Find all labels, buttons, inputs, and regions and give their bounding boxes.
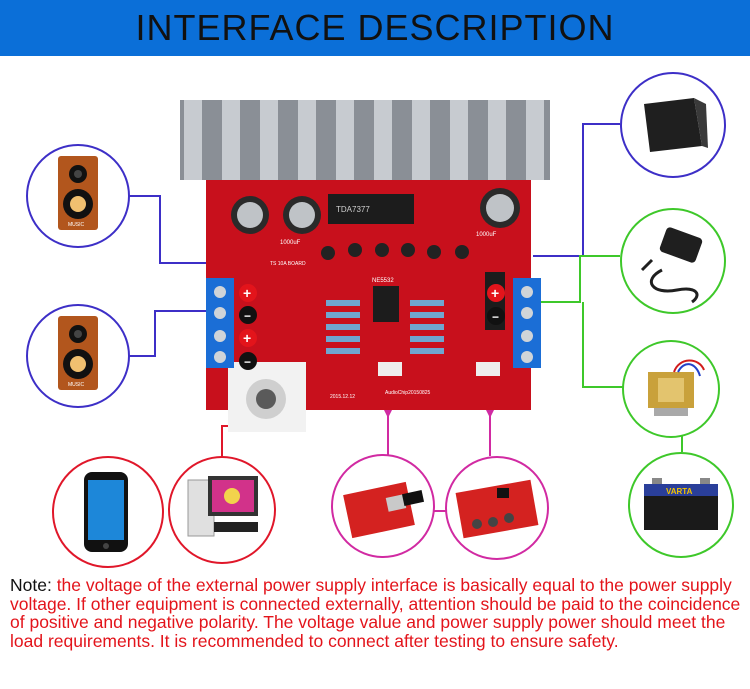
board-label: TS 10A BOARD [270,261,306,267]
speaker-bottom-circle: MUSIC [26,304,130,408]
amp-ic [328,194,414,224]
transformer-circle [622,340,720,438]
phone-circle [52,456,164,568]
speaker-icon: MUSIC [58,316,98,390]
battery-icon: VARTA [644,478,718,530]
svg-text:+: + [243,330,251,346]
battery-circle: VARTA [628,452,734,558]
note-text: Note: the voltage of the external power … [10,576,745,650]
computer-circle [168,456,276,564]
svg-text:+: + [243,285,251,301]
speaker-bottom-line [128,310,215,357]
minus-badge-2 [239,352,257,370]
resistor-array [326,300,444,354]
module2-arrow [485,408,495,418]
module1-header [378,362,402,376]
minus-badge-1 [239,306,257,324]
title-banner: INTERFACE DESCRIPTION [0,0,750,56]
subwoofer-line [533,123,620,257]
svg-text:−: − [244,355,251,369]
heatsink-fins [184,100,544,180]
bluetooth-module-icon [343,481,425,539]
diagram-area: 1000uF 1000uF TDA7377 NE5532 [0,56,750,576]
plus-badge-3 [487,284,505,302]
tone-board-icon [455,479,539,539]
speaker-logo: MUSIC [68,222,85,228]
subwoofer-icon [644,98,708,152]
cap-label-2: 1000uF [476,232,497,238]
plus-badge-2 [239,329,257,347]
cap-label-1: 1000uF [280,240,301,246]
module1-arrow [383,408,393,418]
opamp-label: NE5532 [372,278,394,284]
note-label: Note: [10,575,52,595]
phone-icon [84,472,128,552]
board-date: 2015.12.12 [330,394,355,400]
svg-text:−: − [244,309,251,323]
speaker-top-circle: MUSIC [26,144,130,248]
transformer-icon [648,359,705,416]
note-body: the voltage of the external power supply… [10,575,741,651]
speaker-icon: MUSIC [58,156,98,230]
plus-badge-1 [239,284,257,302]
subwoofer-circle [620,72,726,178]
opamp-chip [373,286,399,322]
computer-icon [187,476,258,537]
svg-text:−: − [492,310,499,324]
board-silk: AudioChip20150825 [385,390,431,396]
page-title: INTERFACE DESCRIPTION [135,7,615,48]
module2-header [476,362,500,376]
power-adapter-icon [640,227,703,304]
battery-brand: VARTA [666,487,693,496]
amp-ic-label: TDA7377 [336,205,370,214]
minus-badge-3 [487,307,505,325]
module1-circle [331,454,435,558]
speaker-top-line [128,195,215,264]
svg-text:+: + [491,285,499,301]
amplifier-board: 1000uF 1000uF TDA7377 NE5532 [180,100,550,432]
transformer-line [582,302,640,388]
speaker-logo: MUSIC [68,382,85,388]
module2-circle [445,456,549,560]
adapter-line [533,255,620,303]
power-adapter-circle [620,208,726,314]
